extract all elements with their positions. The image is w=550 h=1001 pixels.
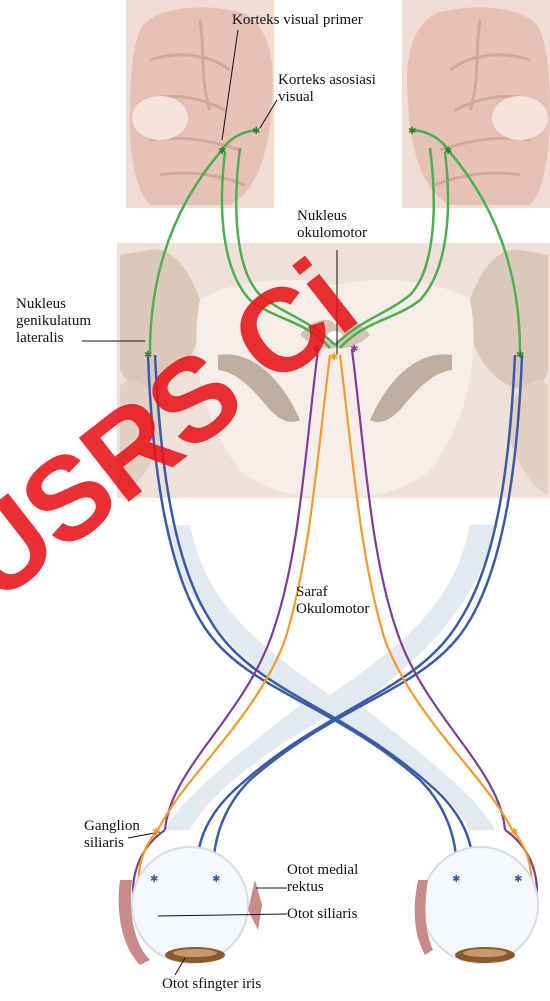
svg-text:✱: ✱ — [152, 827, 160, 838]
label-otot-siliaris: Otot siliaris — [287, 906, 357, 923]
svg-text:✱: ✱ — [212, 874, 220, 885]
svg-text:✱: ✱ — [516, 350, 524, 361]
svg-text:✱: ✱ — [514, 874, 522, 885]
label-ganglion-siliaris: Ganglion siliaris — [84, 818, 140, 852]
svg-text:✱: ✱ — [444, 146, 452, 157]
label-saraf-okulomotor: Saraf Okulomotor — [296, 584, 369, 618]
svg-text:✱: ✱ — [218, 146, 226, 157]
optic-chiasm — [165, 525, 495, 830]
label-nukleus-genikulatum-lateralis: Nukleus genikulatum lateralis — [16, 296, 91, 347]
label-otot-sfingter-iris: Otot sfingter iris — [162, 976, 261, 993]
label-korteks-visual-primer: Korteks visual primer — [232, 12, 363, 29]
svg-text:✱: ✱ — [452, 874, 460, 885]
right-eye — [415, 847, 538, 963]
svg-text:✱: ✱ — [252, 126, 260, 137]
right-hemisphere — [402, 0, 550, 208]
svg-text:✱: ✱ — [408, 126, 416, 137]
label-nukleus-okulomotor: Nukleus okulomotor — [297, 208, 367, 242]
svg-text:✱: ✱ — [150, 874, 158, 885]
label-otot-medial-rektus: Otot medial rektus — [287, 862, 358, 896]
label-korteks-asosiasi-visual: Korteks asosiasi visual — [278, 72, 376, 106]
svg-text:✱: ✱ — [510, 827, 518, 838]
